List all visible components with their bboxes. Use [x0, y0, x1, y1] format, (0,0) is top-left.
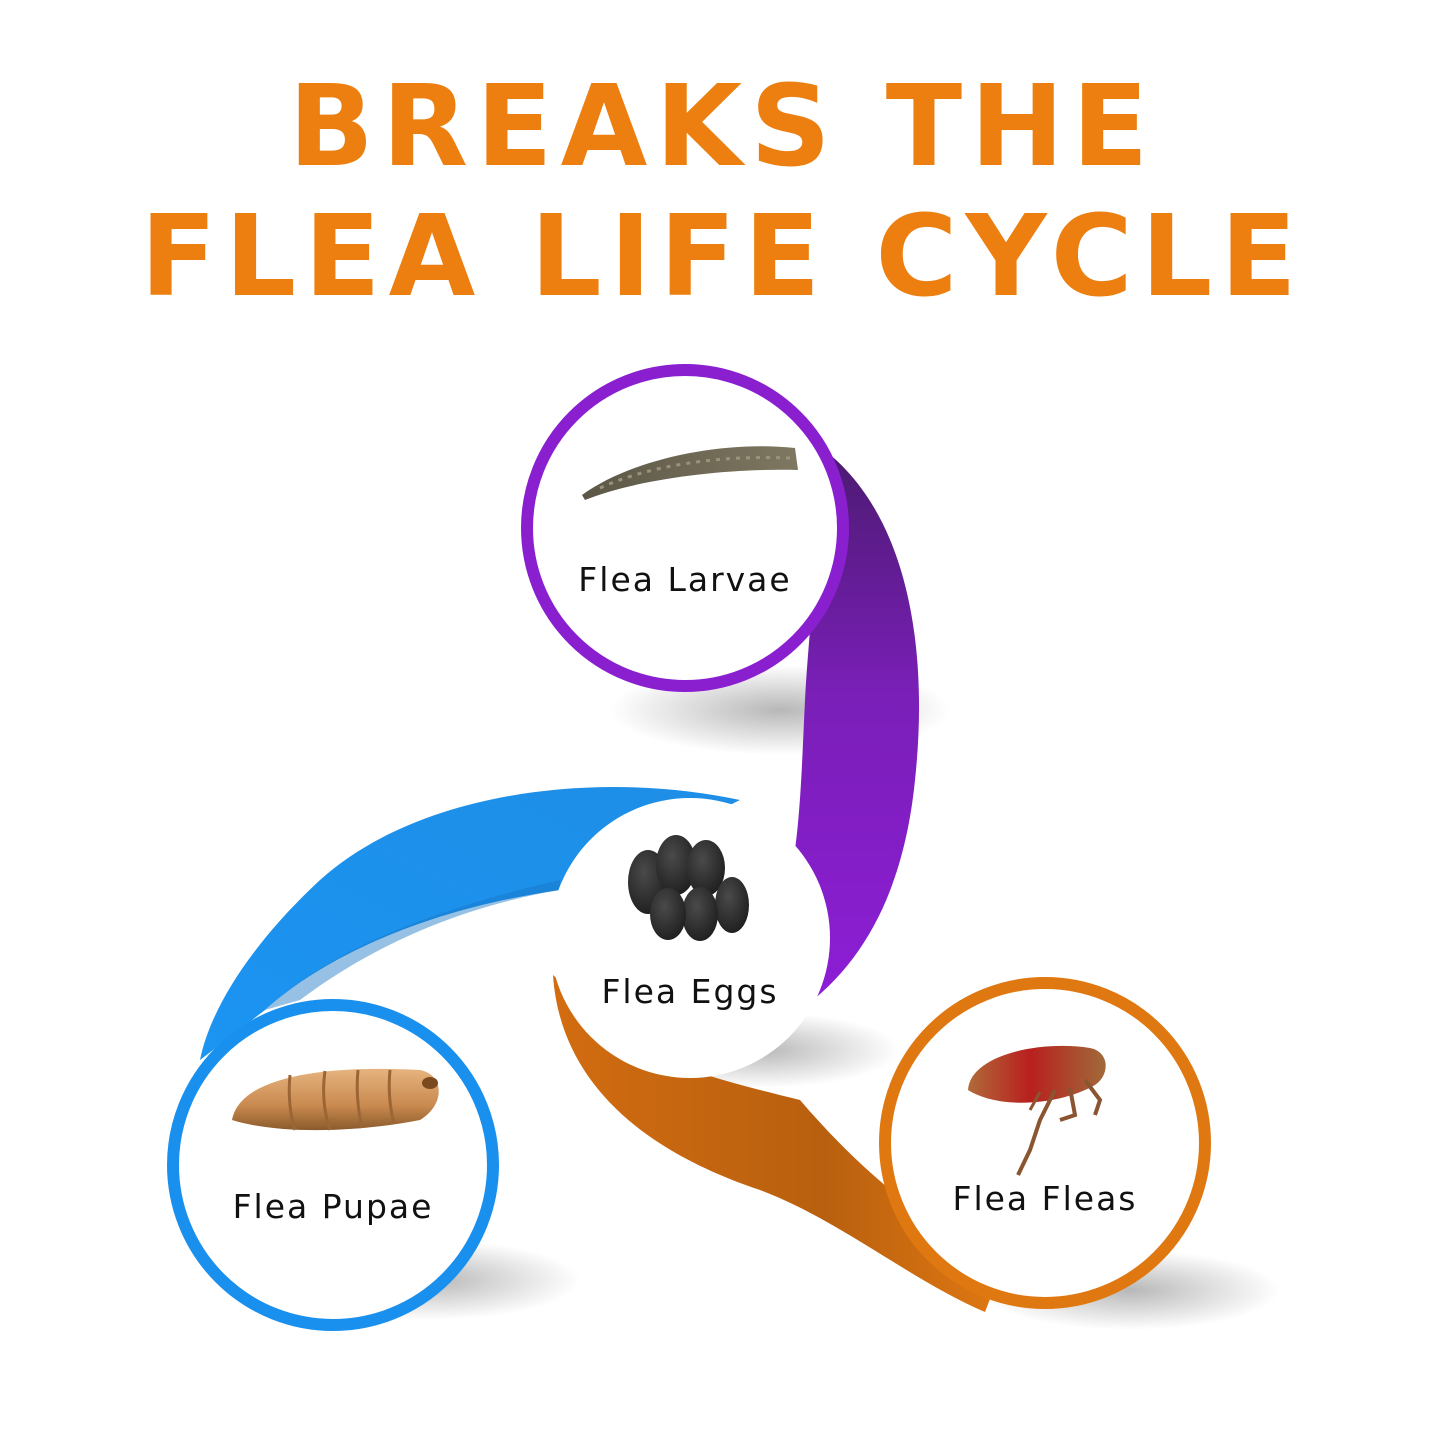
adult-label: Flea Fleas — [952, 1179, 1137, 1218]
adult-flea-icon — [968, 1045, 1106, 1176]
eggs-node: Flea Eggs — [550, 798, 830, 1078]
adult-node: Flea Fleas — [879, 977, 1211, 1309]
adult-ribbon — [553, 975, 1005, 1312]
eggs-label: Flea Eggs — [601, 972, 778, 1011]
pupae-ribbon-fold — [265, 880, 560, 1010]
larva-icon — [582, 446, 798, 500]
larvae-label: Flea Larvae — [578, 560, 791, 599]
pupae-node: Flea Pupae — [167, 999, 499, 1331]
pupae-label: Flea Pupae — [233, 1187, 434, 1226]
eggs-icon — [628, 835, 749, 941]
pupa-icon — [232, 1068, 439, 1131]
larvae-node: Flea Larvae — [521, 364, 849, 692]
headline-line-2: FLEA LIFE CYCLE — [140, 192, 1305, 322]
headline-line-1: BREAKS THE — [288, 62, 1157, 192]
